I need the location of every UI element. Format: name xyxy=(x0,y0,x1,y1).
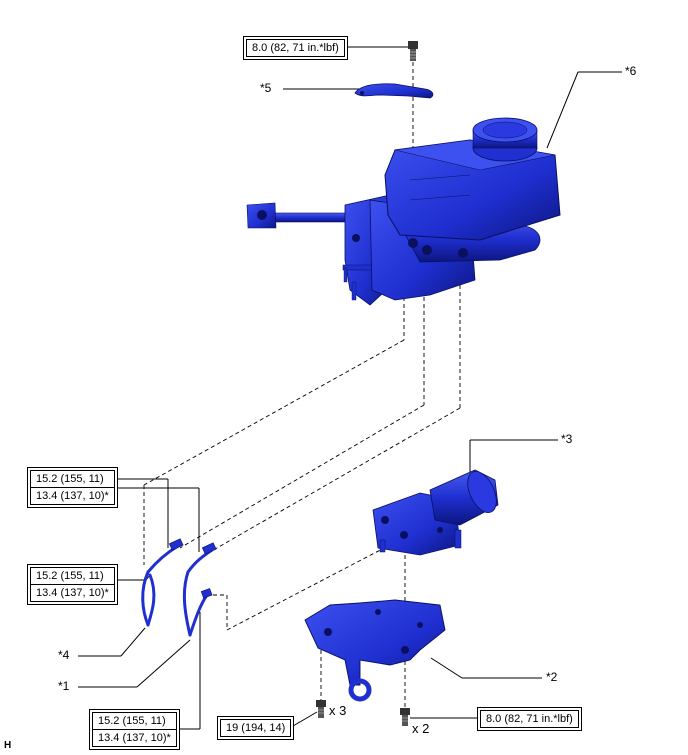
actuator-bolt xyxy=(400,708,410,726)
brake-actuator-part3 xyxy=(372,469,499,556)
callout-part4: *4 xyxy=(58,648,70,662)
quantity-actuator-bolts: x 2 xyxy=(412,721,430,736)
brake-lines xyxy=(141,538,217,637)
torque-spec-top-bolt: 8.0 (82, 71 in.*lbf) xyxy=(243,36,348,60)
master-cylinder-assembly xyxy=(246,117,561,306)
torque-value-alt: 13.4 (137, 10)* xyxy=(31,584,114,601)
torque-value: 15.2 (155, 11) xyxy=(98,715,166,727)
callout-part3: *3 xyxy=(561,432,573,446)
top-bolt xyxy=(408,41,418,61)
torque-value: 19 (194, 14) xyxy=(226,722,286,734)
corner-letter: H xyxy=(4,740,12,751)
callout-part1: *1 xyxy=(58,679,70,693)
torque-spec-middle-left: 15.2 (155, 11) 13.4 (137, 10)* xyxy=(27,564,118,605)
torque-value-alt: 13.4 (137, 10)* xyxy=(31,487,114,504)
callout-part5: *5 xyxy=(260,81,272,95)
torque-value: 8.0 (82, 71 in.*lbf) xyxy=(486,713,573,725)
torque-spec-bottom-left: 15.2 (155, 11) 13.4 (137, 10)* xyxy=(89,709,180,750)
torque-value: 15.2 (155, 11) xyxy=(36,570,104,582)
actuator-bracket-part2 xyxy=(304,599,446,702)
torque-value-alt: 13.4 (137, 10)* xyxy=(93,729,176,746)
torque-spec-bracket-bolt: 19 (194, 14) xyxy=(217,716,295,740)
quantity-bracket-bolts: x 3 xyxy=(329,703,347,718)
bracket-bolt xyxy=(316,700,326,718)
bracket-plate-part5 xyxy=(354,83,434,99)
callout-part2: *2 xyxy=(546,670,558,684)
callout-part6: *6 xyxy=(625,64,637,78)
torque-value: 8.0 (82, 71 in.*lbf) xyxy=(252,42,339,54)
torque-value: 15.2 (155, 11) xyxy=(36,473,104,485)
torque-spec-bottom-right: 8.0 (82, 71 in.*lbf) xyxy=(477,707,582,731)
torque-spec-upper-left: 15.2 (155, 11) 13.4 (137, 10)* xyxy=(27,467,118,508)
